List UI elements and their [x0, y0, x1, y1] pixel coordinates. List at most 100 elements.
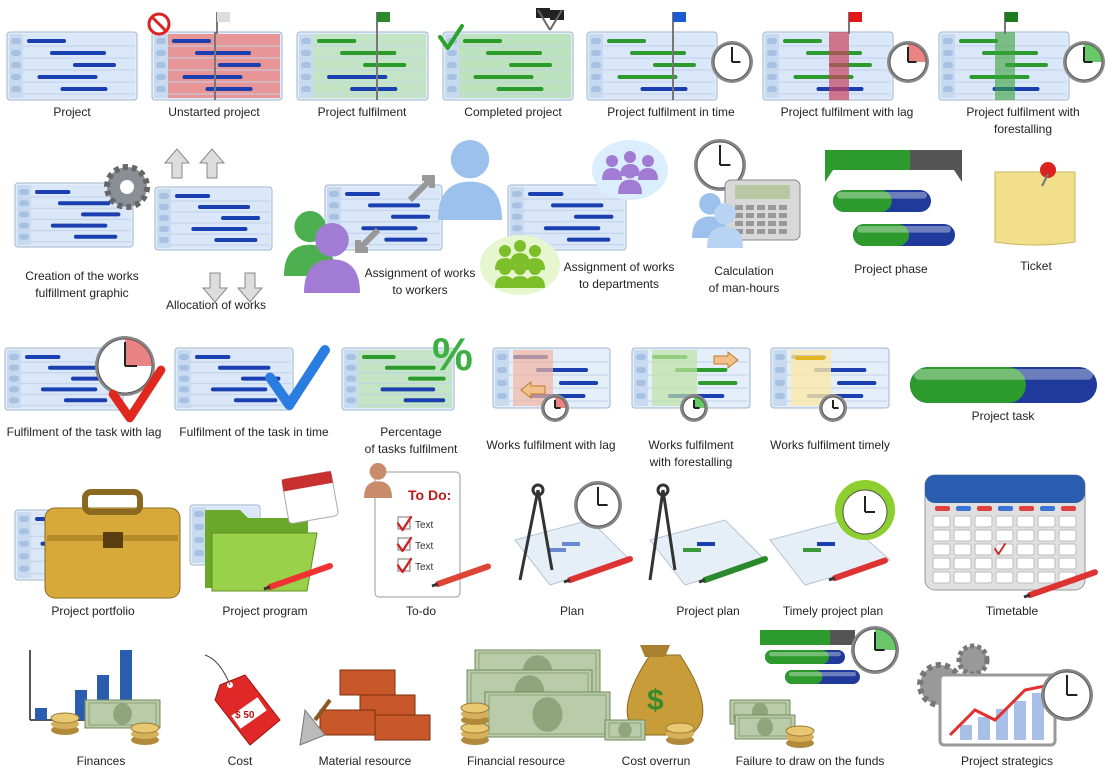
gantt-bar	[345, 192, 381, 196]
calendar-icon	[924, 474, 1086, 591]
gantt-bar	[617, 75, 678, 79]
icon-label: Project fulfilment with forestalling	[966, 105, 1080, 136]
gantt-clock-green-flag-icon[interactable]	[938, 10, 1109, 102]
icon-label: Project plan	[676, 604, 740, 618]
strategy-chart-icon[interactable]	[915, 640, 1100, 750]
icon-label: Project fulfilment with lag	[780, 105, 914, 119]
pencil-icon	[431, 563, 491, 588]
gantt-unstarted-icon[interactable]	[147, 10, 283, 102]
icon-label: Project	[53, 105, 91, 119]
project-phase-icon[interactable]	[825, 150, 962, 247]
gantt-arrows-icon[interactable]	[154, 145, 275, 310]
gantt-bar	[698, 381, 738, 385]
gantt-clock-red-flag-icon[interactable]	[762, 10, 933, 102]
money-stack-icon[interactable]	[455, 640, 611, 750]
checkmark-icon	[438, 24, 464, 50]
svg-text:Text: Text	[415, 520, 434, 531]
price-tag-icon[interactable]: $ 50	[204, 654, 281, 746]
gantt-bar	[25, 355, 61, 359]
person-icon	[495, 263, 515, 288]
gantt-bar	[496, 87, 544, 91]
works-lag-icon[interactable]	[492, 347, 611, 423]
works-timely-icon[interactable]	[770, 347, 890, 423]
no-entry-icon	[147, 12, 171, 36]
icon-label: Fulfilment of the task in time	[179, 425, 329, 439]
gantt-bar	[385, 365, 436, 370]
clock-icon	[95, 336, 155, 396]
gantt-percent-icon[interactable]: %	[341, 328, 482, 412]
clock-icon	[680, 394, 708, 422]
bricks-icon	[319, 669, 431, 741]
icon-label: Percentage of tasks fulfilment	[364, 425, 458, 456]
gantt-clock-check-icon[interactable]	[4, 330, 166, 423]
drafting-compass-icon	[518, 483, 554, 581]
gantt-bar	[50, 223, 108, 228]
icon-label: Project portfolio	[51, 604, 135, 618]
money-bag-icon[interactable]: $	[604, 635, 704, 750]
bricks-icon[interactable]	[299, 669, 431, 750]
works-forestalling-icon[interactable]	[631, 347, 751, 423]
alarm-plan-icon[interactable]	[765, 470, 900, 592]
gantt-bar	[362, 355, 396, 359]
gantt-bar	[509, 63, 552, 67]
pencil-icon	[698, 556, 768, 584]
briefcase-icon[interactable]	[14, 480, 185, 600]
calendar-icon	[281, 470, 339, 524]
gantt-gear-icon[interactable]	[14, 164, 150, 250]
gantt-bar	[327, 75, 388, 79]
arrow-right-icon	[713, 350, 739, 370]
banknote-icon	[604, 719, 646, 741]
trowel-icon	[299, 698, 332, 746]
person-icon	[364, 463, 392, 498]
checkmark-icon	[265, 345, 330, 410]
icon-label: Project strategics	[960, 754, 1054, 768]
coins-icon	[130, 722, 160, 745]
clock-icon	[574, 481, 622, 529]
calculator-icon	[724, 179, 801, 241]
gantt-bar	[198, 205, 251, 209]
icon-label: Failure to draw on the funds	[735, 754, 885, 768]
compass-project-plan-icon[interactable]	[645, 480, 770, 592]
gantt-bar	[384, 237, 428, 242]
icon-label: Calculation of man-hours	[708, 264, 780, 295]
gantt-clock-blue-flag-icon[interactable]	[586, 10, 757, 102]
icon-label: Unstarted project	[168, 105, 260, 119]
gantt-bar	[640, 87, 688, 91]
gantt-bar	[408, 376, 446, 381]
gantt-icon[interactable]	[6, 10, 138, 102]
pencil-icon	[263, 563, 333, 591]
gantt-bar	[551, 203, 604, 208]
gantt-bar	[60, 87, 108, 91]
gantt-bar	[653, 63, 696, 67]
funds-failure-icon[interactable]	[725, 625, 900, 750]
finance-chart-icon[interactable]	[25, 640, 165, 750]
compass-plan-icon[interactable]	[510, 480, 633, 592]
gantt-bar	[566, 237, 611, 242]
drafting-compass-icon	[648, 483, 677, 581]
calculator-clock-icon[interactable]	[685, 135, 803, 250]
gantt-bar	[81, 212, 121, 217]
gantt-bar	[214, 238, 258, 242]
icon-label: Project task	[971, 409, 1035, 423]
coins-icon	[50, 712, 80, 735]
gantt-departments-icon[interactable]	[480, 140, 670, 295]
icon-label: Works fulfilment with lag	[486, 438, 616, 452]
svg-text:To Do:: To Do:	[408, 487, 451, 503]
gantt-workers-icon[interactable]	[280, 130, 502, 293]
gantt-bar	[380, 387, 436, 392]
gantt-bar	[218, 63, 261, 67]
gantt-completed-icon[interactable]	[438, 8, 574, 102]
calendar-icon[interactable]	[920, 470, 1100, 600]
percent-icon: %	[432, 328, 473, 380]
gantt-flag-green-icon[interactable]	[296, 10, 429, 102]
gantt-check-icon[interactable]	[174, 330, 335, 412]
alarm-clock-icon	[835, 480, 895, 540]
folder-calendar-icon[interactable]	[189, 465, 339, 595]
project-task-bar-icon[interactable]	[910, 367, 1097, 403]
gantt-bar	[837, 381, 877, 385]
gantt-bar	[783, 39, 822, 43]
gantt-bar	[195, 355, 231, 359]
sticky-note-icon[interactable]	[990, 160, 1078, 248]
icon-label: Project program	[222, 604, 308, 618]
